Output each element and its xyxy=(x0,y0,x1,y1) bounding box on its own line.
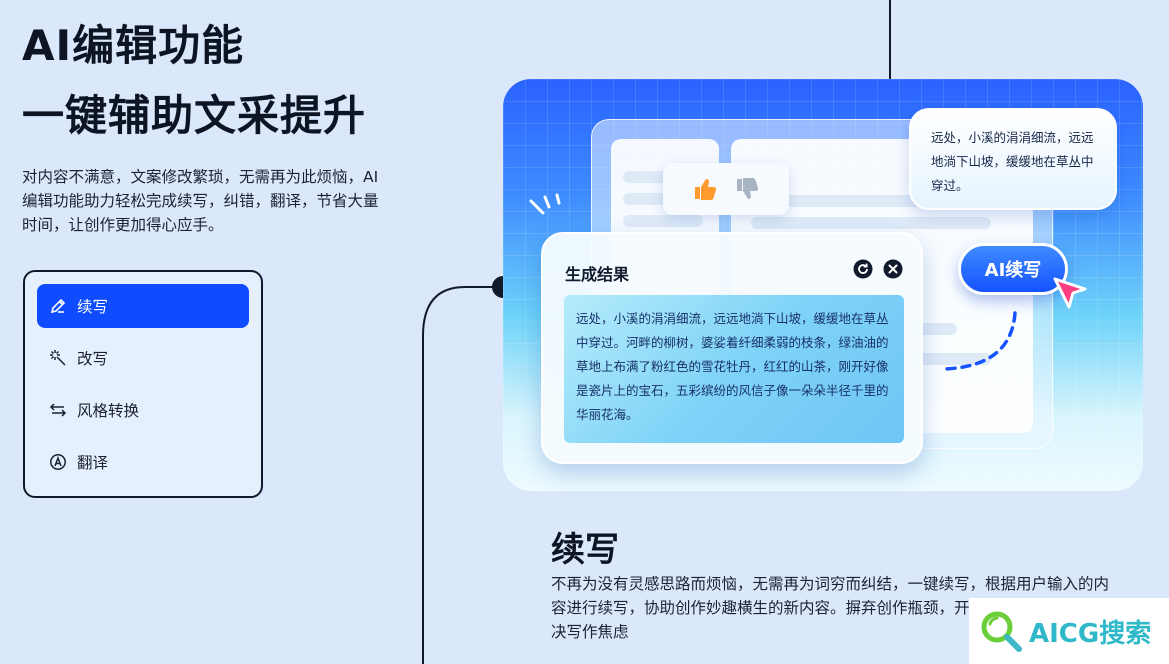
menu-item-continue-writing[interactable]: 续写 xyxy=(37,284,249,328)
intro-text: 对内容不满意，文案修改繁琐，无需再为此烦恼，AI编辑功能助力轻松完成续写，纠错，… xyxy=(22,168,379,234)
cursor-pointer-icon xyxy=(1053,277,1087,309)
menu-item-label: 风格转换 xyxy=(77,402,140,420)
page-subtitle: 一键辅助文采提升 xyxy=(22,91,367,140)
spark-lines-icon xyxy=(529,193,561,215)
placeholder-bar xyxy=(911,353,991,365)
translate-icon xyxy=(50,454,66,470)
watermark-text: AICG搜索 xyxy=(1029,618,1152,649)
placeholder-bar xyxy=(751,217,991,229)
watermark: AICG搜索 xyxy=(969,598,1169,664)
feedback-box xyxy=(663,163,789,215)
connector-curve xyxy=(422,276,514,664)
menu-item-translate[interactable]: 翻译 xyxy=(37,440,249,484)
thumbs-up-icon[interactable] xyxy=(692,176,718,202)
menu-item-label: 改写 xyxy=(77,350,109,368)
thumbs-down-icon[interactable] xyxy=(734,176,760,202)
source-text-bubble: 远处，小溪的涓涓细流，远远地淌下山坡，缓缓地在草丛中穿过。 xyxy=(909,108,1117,210)
refresh-icon[interactable] xyxy=(853,259,873,279)
menu-item-label: 续写 xyxy=(77,298,109,316)
placeholder-bar xyxy=(623,215,703,227)
connector-line-top xyxy=(889,0,891,80)
feature-menu: 续写 改写 风格转换 翻译 xyxy=(23,270,263,498)
dashed-arc xyxy=(941,311,1017,371)
menu-item-label: 翻译 xyxy=(77,454,109,472)
section-title: 续写 xyxy=(551,530,619,570)
ai-continue-button[interactable]: AI续写 xyxy=(958,243,1068,295)
result-text: 远处，小溪的涓涓细流，远远地淌下山坡，缓缓地在草丛中穿过。河畔的柳树，婆娑着纤细… xyxy=(564,295,904,443)
menu-item-rewrite[interactable]: 改写 xyxy=(37,336,249,380)
magnifier-icon xyxy=(981,611,1022,652)
swap-arrows-icon xyxy=(49,403,67,417)
pen-icon xyxy=(50,298,66,314)
menu-item-style-transfer[interactable]: 风格转换 xyxy=(37,388,249,432)
hero-illustration: 远处，小溪的涓涓细流，远远地淌下山坡，缓缓地在草丛中穿过。 AI续写 生成结果 … xyxy=(503,79,1143,491)
magic-wand-icon xyxy=(50,350,66,366)
close-icon[interactable] xyxy=(883,259,903,279)
result-card: 生成结果 远处，小溪的涓涓细流，远远地淌下山坡，缓缓地在草丛中穿过。河畔的柳树，… xyxy=(541,232,923,464)
result-title: 生成结果 xyxy=(565,265,630,284)
page-title: AI编辑功能 xyxy=(22,21,245,70)
